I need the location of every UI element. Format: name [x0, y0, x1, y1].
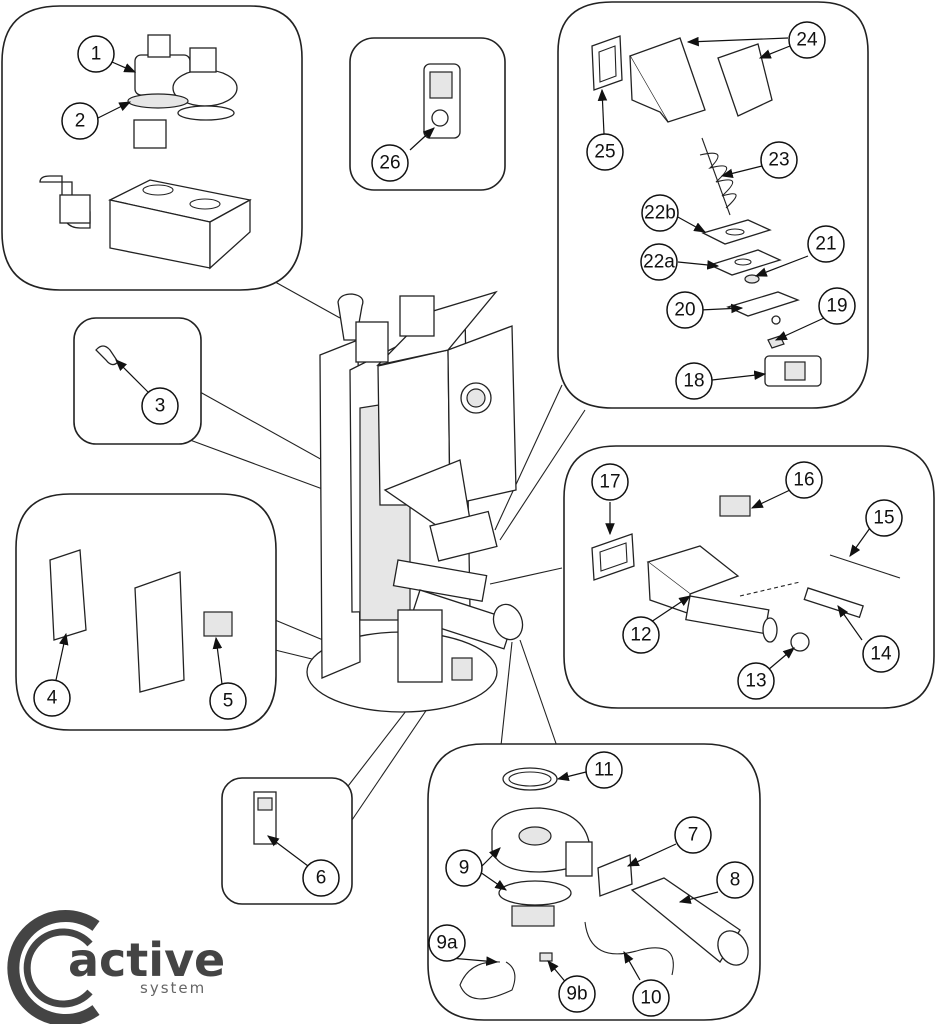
svg-text:1: 1 — [91, 44, 102, 65]
callout-21: 21 — [807, 225, 845, 263]
svg-text:15: 15 — [873, 508, 894, 529]
svg-text:7: 7 — [688, 825, 699, 846]
callout-16: 16 — [785, 461, 823, 499]
svg-text:19: 19 — [826, 296, 847, 317]
callout-25: 25 — [586, 133, 624, 171]
callout-13: 13 — [737, 662, 775, 700]
panel-top-left — [1, 5, 303, 291]
callout-22b: 22b — [641, 194, 679, 232]
callout-6: 6 — [302, 859, 340, 897]
svg-text:24: 24 — [796, 30, 818, 51]
panel-fan — [427, 743, 761, 1021]
blower-assembly-drawing — [127, 34, 238, 149]
callout-19: 19 — [818, 287, 856, 325]
callout-3: 3 — [141, 387, 179, 425]
svg-text:26: 26 — [379, 153, 400, 174]
panel-feeder — [557, 1, 869, 409]
callout-20: 20 — [666, 291, 704, 329]
callout-11: 11 — [585, 751, 623, 789]
logo-word: active — [68, 933, 225, 987]
callout-23: 23 — [760, 141, 798, 179]
cover-plate-drawing — [39, 175, 252, 270]
callout-10: 10 — [632, 979, 670, 1017]
callout-22a: 22a — [640, 243, 678, 281]
callout-8: 8 — [716, 861, 754, 899]
svg-text:22b: 22b — [644, 203, 676, 224]
callout-9: 9 — [445, 849, 483, 887]
svg-text:25: 25 — [594, 142, 615, 163]
svg-text:16: 16 — [793, 470, 814, 491]
svg-text:14: 14 — [870, 644, 892, 665]
svg-text:21: 21 — [815, 234, 836, 255]
svg-text:9a: 9a — [436, 933, 458, 954]
panel-electronics — [15, 493, 277, 731]
logo-arc-icon — [7, 910, 100, 1024]
svg-text:22a: 22a — [643, 252, 675, 273]
callout-15: 15 — [865, 499, 903, 537]
svg-text:18: 18 — [683, 371, 704, 392]
svg-text:9b: 9b — [566, 984, 587, 1005]
callout-26: 26 — [371, 144, 409, 182]
svg-text:17: 17 — [599, 472, 620, 493]
callout-24: 24 — [788, 21, 826, 59]
svg-text:13: 13 — [745, 671, 766, 692]
svg-text:3: 3 — [155, 396, 166, 417]
svg-text:20: 20 — [674, 300, 695, 321]
callout-1: 1 — [77, 35, 115, 73]
callout-9b: 9b — [558, 975, 596, 1013]
logo-sub: system — [140, 979, 206, 997]
svg-text:5: 5 — [223, 691, 234, 712]
callout-4: 4 — [33, 679, 71, 717]
active-system-logo: active system — [7, 910, 225, 1024]
svg-text:8: 8 — [730, 870, 741, 891]
svg-text:12: 12 — [630, 625, 651, 646]
svg-text:9: 9 — [459, 858, 470, 879]
callout-5: 5 — [209, 682, 247, 720]
svg-text:11: 11 — [594, 760, 614, 781]
svg-text:6: 6 — [316, 868, 327, 889]
svg-text:23: 23 — [768, 150, 789, 171]
svg-text:10: 10 — [640, 988, 661, 1009]
callout-2: 2 — [61, 102, 99, 140]
callout-7: 7 — [674, 816, 712, 854]
callout-arrows — [55, 36, 871, 986]
callout-18: 18 — [675, 362, 713, 400]
callout-9a: 9a — [428, 924, 466, 962]
callout-12: 12 — [622, 616, 660, 654]
callout-17: 17 — [591, 463, 629, 501]
svg-text:2: 2 — [75, 111, 86, 132]
svg-text:4: 4 — [47, 688, 58, 709]
callouts: 1 2 3 4 5 6 7 8 9 9a 9b 10 11 12 13 14 1… — [33, 21, 903, 1017]
central-boiler-unit — [306, 290, 524, 713]
callout-14: 14 — [862, 635, 900, 673]
